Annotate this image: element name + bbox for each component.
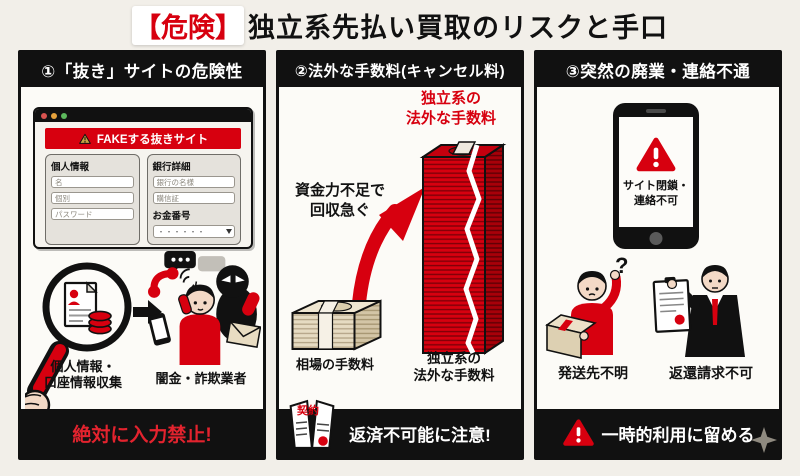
- panel3-footer-text: 一時的利用に留める: [601, 425, 755, 445]
- refusing-agent-illustration: [652, 265, 745, 357]
- fake-site-banner-text: FAKEする抜きサイト: [96, 133, 209, 146]
- huge-fee-stack: [419, 141, 507, 355]
- account-number-label: お金番号: [152, 211, 191, 222]
- page-title-text: 独立系先払い買取のリスクと手口: [248, 12, 668, 43]
- panel2-footer-text: 返済不可能に注意!: [349, 425, 491, 445]
- panel3-header: ③突然の廃業・連絡不通: [537, 53, 779, 87]
- sparkle-icon: [751, 427, 777, 453]
- panel3-footer: 一時的利用に留める: [537, 409, 779, 457]
- select-value: ・・・・・・: [157, 228, 206, 236]
- dropdown-arrow-icon: [226, 229, 232, 234]
- panel-sudden-closure: ③突然の廃業・連絡不通 サイト閉鎖・ 連絡不可: [534, 50, 782, 460]
- panel1-header: ①「抜き」サイトの危険性: [21, 53, 263, 87]
- panel2-header: ②法外な手数料(キャンセル料): [279, 53, 521, 87]
- bank-details-legend: 銀行詳細: [152, 162, 191, 173]
- phone-speaker: [646, 109, 666, 113]
- account-cert-field[interactable]: [152, 192, 235, 204]
- bank-details-fieldset: 銀行詳細 お金番号 ・・・・・・: [146, 154, 241, 245]
- panels-row: ①「抜き」サイトの危険性 FAKEする: [0, 50, 800, 460]
- magnifier-illustration: [25, 262, 132, 421]
- caption-independent-fee: 独立系の 法外な手数料: [413, 351, 495, 383]
- personal-info-fieldset: 個人情報: [45, 154, 140, 245]
- warning-triangle-icon: [79, 133, 91, 144]
- fake-site-form: 個人情報 銀行詳細 お金番号 ・・・・・・: [35, 154, 251, 245]
- personal-info-legend: 個人情報: [51, 162, 90, 173]
- caption-no-refund: 返還請求不可: [669, 365, 753, 381]
- phone-message: サイト閉鎖・ 連絡不可: [623, 179, 689, 207]
- window-minimize-dot: [51, 112, 57, 119]
- footer-warning-icon: [562, 419, 594, 446]
- torn-contract-icon: 契約: [289, 399, 335, 449]
- alert-triangle-icon: [636, 137, 676, 171]
- caption-market-fee: 相場の手数料: [295, 357, 374, 372]
- caption-shipping-unknown: 発送先不明: [558, 365, 628, 381]
- fake-site-banner: FAKEする抜きサイト: [45, 128, 241, 149]
- account-number-select[interactable]: ・・・・・・: [152, 225, 235, 238]
- smartphone-illustration: サイト閉鎖・ 連絡不可: [613, 103, 699, 249]
- small-money-stack: [291, 299, 382, 351]
- window-close-dot: [41, 112, 47, 119]
- panel-nuki-site: ①「抜き」サイトの危険性 FAKEする: [18, 50, 266, 460]
- contract-kanji: 契約: [296, 403, 319, 417]
- fake-site-window: FAKEする抜きサイト 個人情報 銀行詳細: [33, 107, 253, 249]
- window-maximize-dot: [61, 112, 67, 119]
- panel1-footer-text: 絶対に入力禁止!: [72, 424, 212, 446]
- page-title: 【危険】 独立系先払い買取のリスクと手口: [0, 0, 800, 50]
- panel2-content: 独立系の 法外な手数料 資金力不足で 回収急ぐ: [279, 87, 521, 409]
- phone-home-button: [649, 232, 663, 245]
- caption-personal-info-collection: 個人情報・ 口座情報収集: [43, 359, 122, 391]
- panel3-content: サイト閉鎖・ 連絡不可 ?: [537, 87, 779, 409]
- label-cash-shortage: 資金力不足で 回収急ぐ: [294, 182, 385, 219]
- panel1-footer: 絶対に入力禁止!: [21, 409, 263, 457]
- panel2-footer: 契約 返済不可能に注意!: [279, 399, 521, 457]
- panel-fees: ②法外な手数料(キャンセル料) 独立系の 法外な手数料 資金力不足で 回収急ぐ: [276, 50, 524, 460]
- confused-sender-illustration: ?: [545, 255, 628, 360]
- detail-field[interactable]: [51, 192, 134, 204]
- phone-screen: サイト閉鎖・ 連絡不可: [619, 117, 693, 227]
- name-field[interactable]: [51, 176, 134, 188]
- scammer-illustration: [148, 251, 261, 365]
- danger-badge: 【危険】: [132, 5, 244, 45]
- password-field[interactable]: [51, 208, 134, 220]
- panel1-content: FAKEする抜きサイト 個人情報 銀行詳細: [21, 87, 263, 421]
- label-exorbitant-fees: 独立系の 法外な手数料: [405, 90, 496, 127]
- bank-name-field[interactable]: [152, 176, 235, 188]
- rising-arrow-icon: [352, 187, 425, 307]
- caption-loan-shark: 闇金・詐欺業者: [155, 371, 247, 386]
- browser-titlebar: [35, 109, 251, 122]
